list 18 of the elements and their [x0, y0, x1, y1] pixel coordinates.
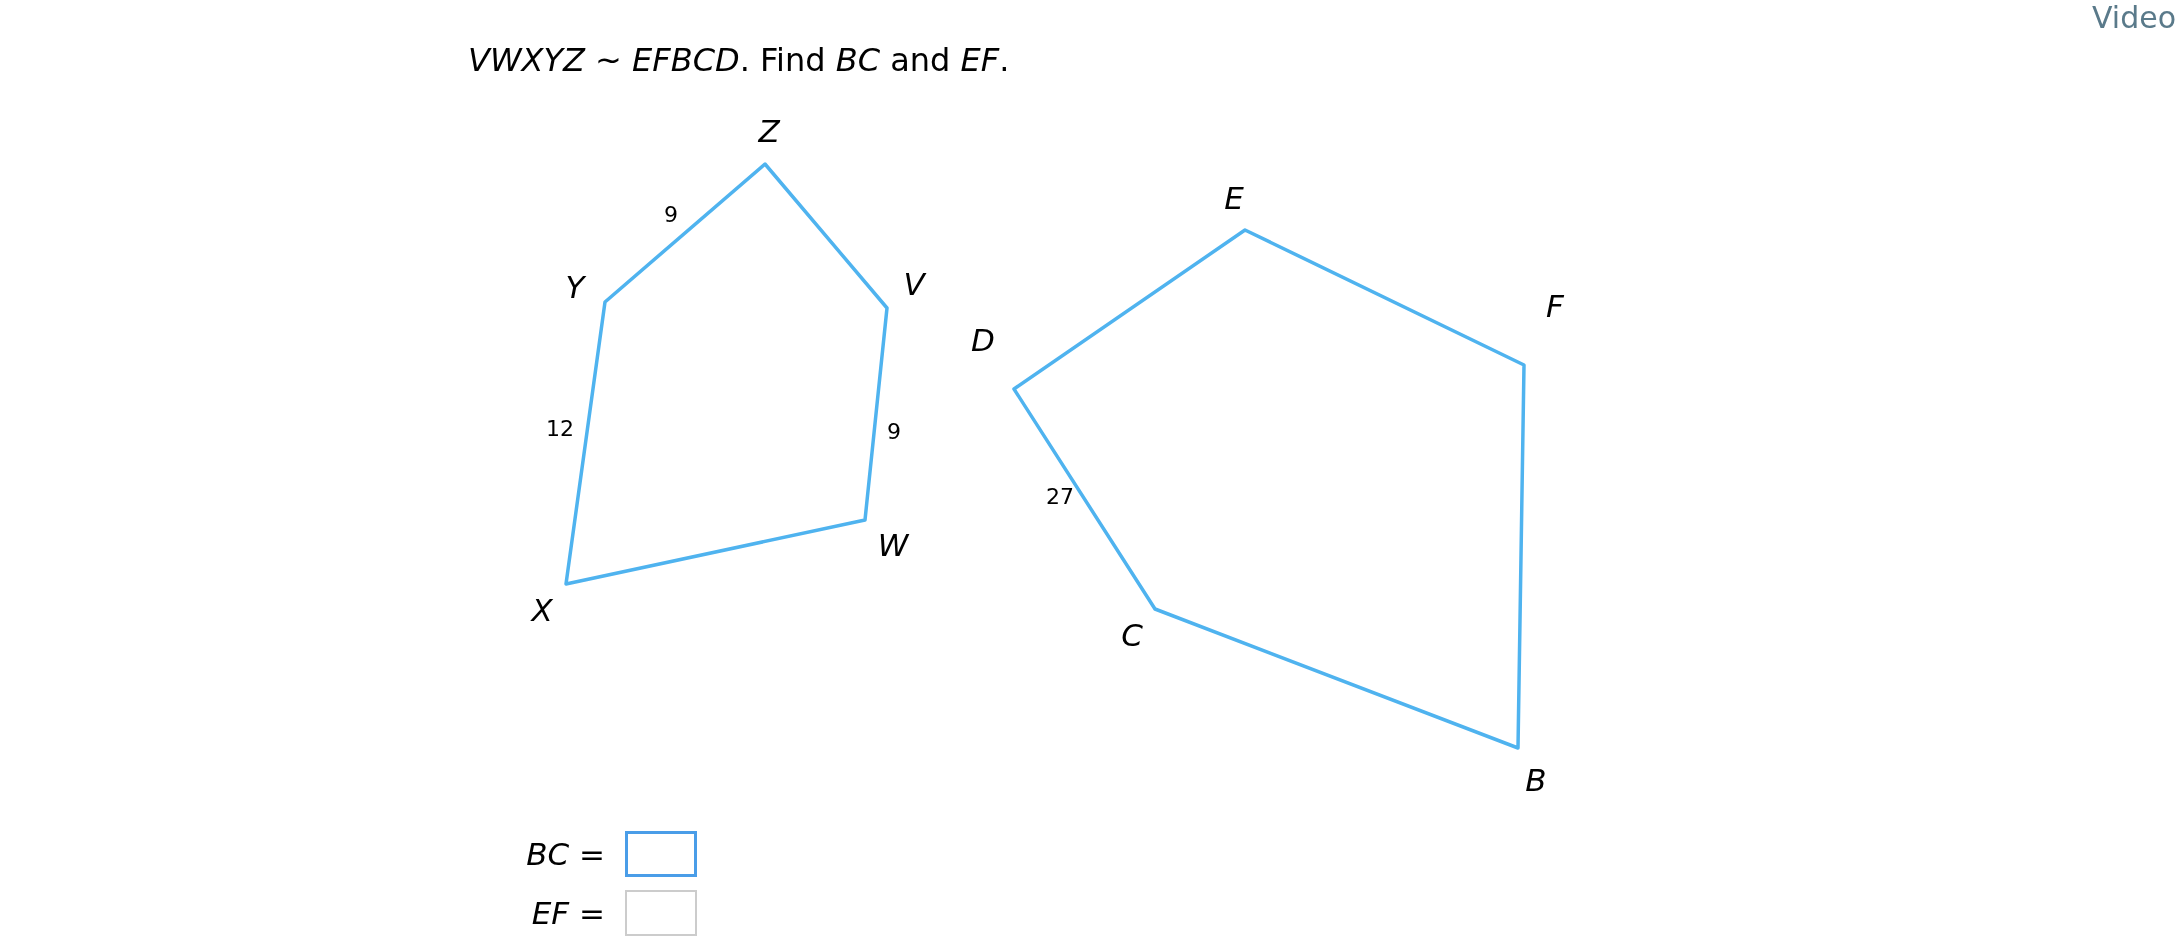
side-length-label: 9: [887, 421, 901, 443]
side-length-label: 9: [664, 204, 678, 226]
vertex-label: V: [903, 268, 925, 300]
vertex-label: X: [531, 594, 553, 626]
answer-label: EF =: [531, 897, 605, 929]
vertex-label: B: [1525, 764, 1547, 796]
vertex-label: Y: [565, 271, 585, 303]
vertex-label: F: [1546, 290, 1564, 322]
vertex-label: E: [1224, 182, 1244, 214]
side-length-label: 12: [546, 418, 574, 440]
vertex-label: Z: [758, 115, 780, 147]
answer-label: BC =: [526, 838, 605, 870]
vertex-label: D: [971, 324, 995, 356]
video-link: Video: [2091, 3, 2176, 33]
vertex-label: W: [877, 529, 909, 561]
vertex-label: C: [1121, 619, 1143, 651]
question-text: VWXYZ ~ EFBCD. Find BC and EF.: [468, 44, 1010, 76]
side-length-label: 27: [1046, 486, 1074, 508]
